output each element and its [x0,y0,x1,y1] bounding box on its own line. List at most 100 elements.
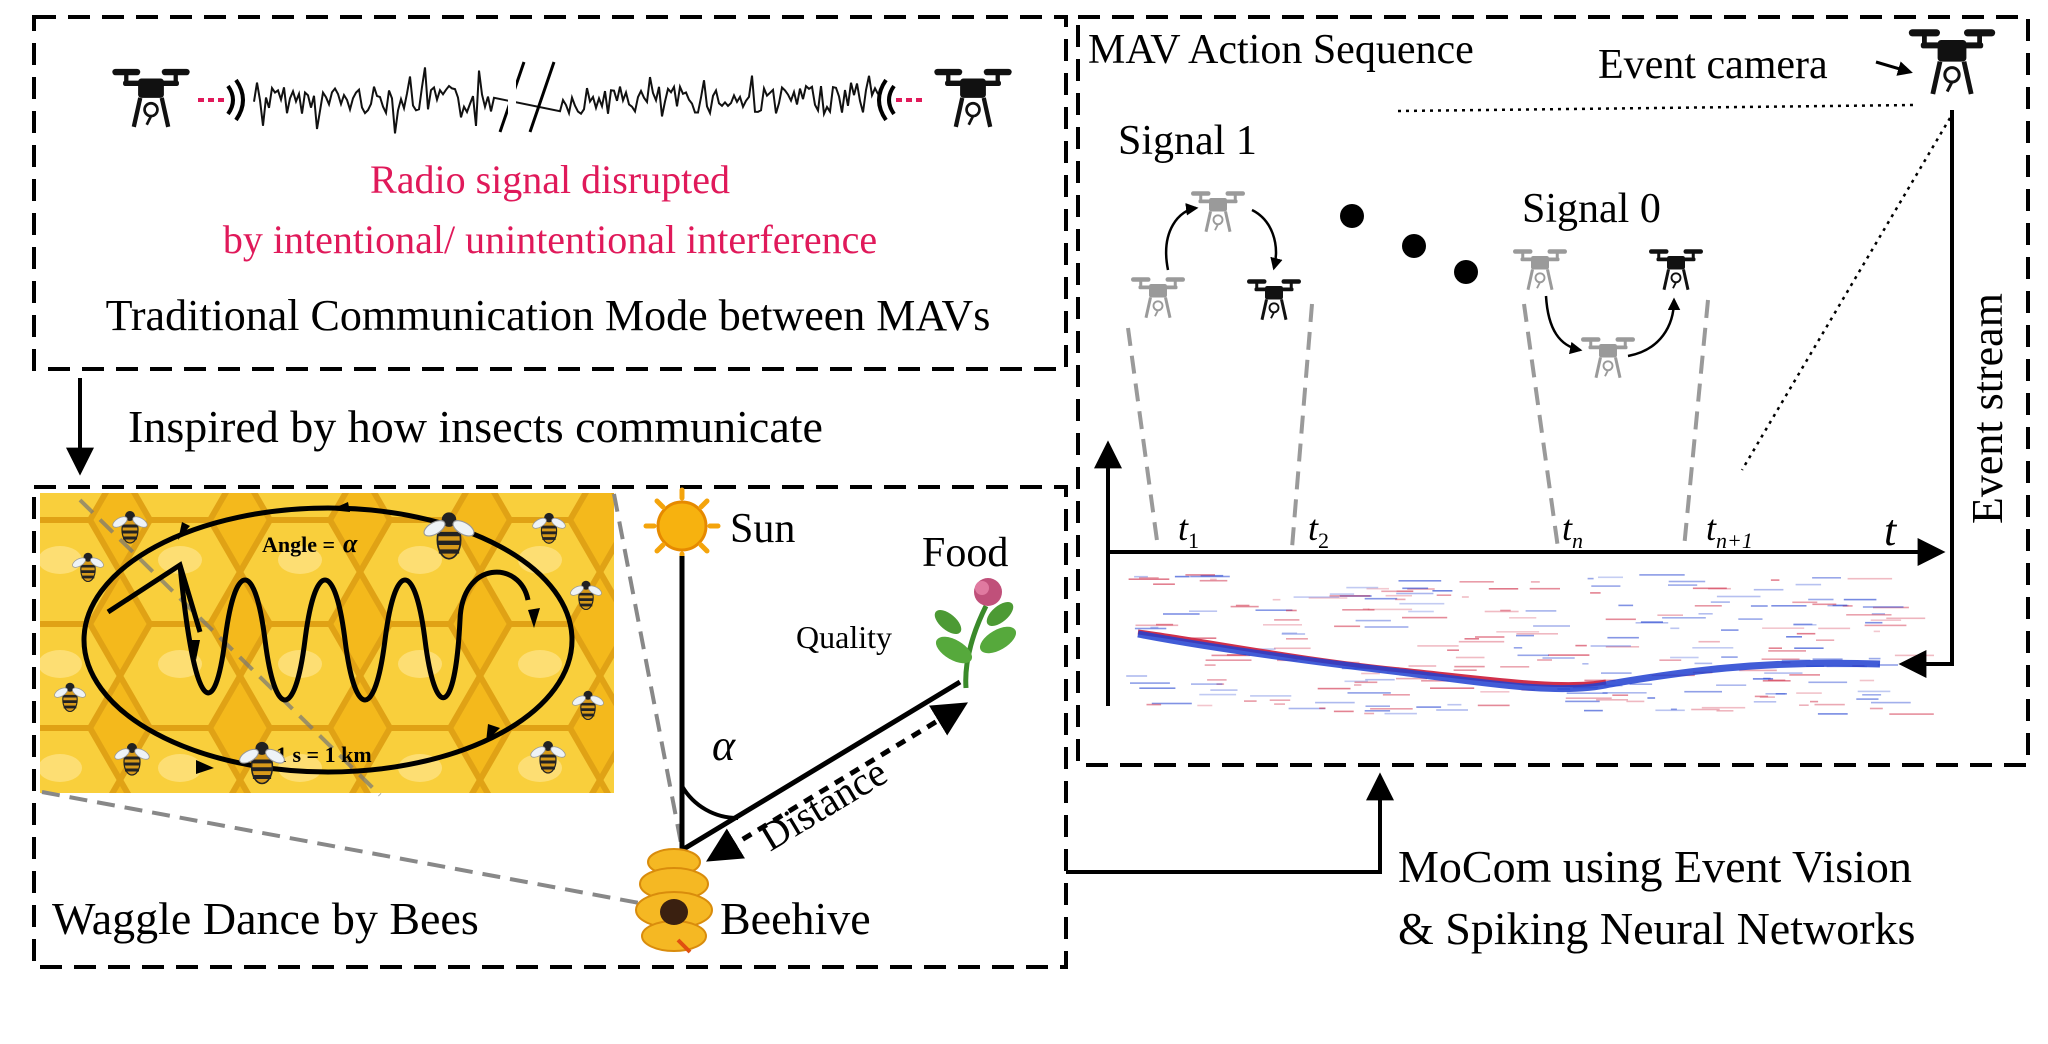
event-raster-mark [1847,577,1893,580]
event-raster-mark [1799,704,1809,706]
ellipsis-dot [1454,260,1478,284]
event-raster-mark [1315,701,1355,704]
sun-label: Sun [730,506,795,552]
event-raster-mark [1862,606,1904,608]
event-raster-mark [1190,575,1230,578]
event-raster-mark [1453,669,1477,671]
event-raster-mark [1753,588,1784,591]
event-raster-mark [1204,664,1216,666]
signal0-label: Signal 0 [1522,186,1661,232]
drone-icon [1189,189,1247,234]
event-raster-mark [1761,658,1800,660]
event-raster-mark [1865,621,1883,624]
tick-t1: t1 [1178,508,1199,553]
event-raster-mark [1605,646,1640,648]
event-camera-label: Event camera [1598,42,1828,88]
ellipsis-dot [1340,204,1364,228]
event-raster-mark [1396,592,1434,595]
event-raster-mark [1796,632,1816,635]
alpha-angle-arc [680,784,739,821]
event-raster-mark [1565,697,1612,699]
event-raster-mark [1721,656,1738,658]
event-raster-mark [1655,709,1685,712]
event-raster-mark [1484,610,1519,613]
event-raster-mark [1857,690,1891,693]
drone-icon [1647,247,1705,292]
camera-view-line [1740,117,1952,471]
mocom-caption-line1: MoCom using Event Vision [1398,841,1912,892]
event-raster-mark [1537,659,1552,661]
event-raster-mark [1454,665,1485,668]
distance-arrow [706,702,968,862]
event-raster-mark [1590,592,1601,594]
event-raster-mark [1139,577,1159,579]
waggle-dance-illustration: Angle =α 1 s = 1 km [40,493,614,797]
event-raster-mark [1361,672,1380,675]
event-raster-mark [1670,708,1677,711]
event-raster-mark [1436,594,1452,596]
event-raster-mark [1598,576,1623,579]
event-raster-mark [1770,579,1780,581]
waggle-panel-title: Waggle Dance by Bees [52,893,479,944]
event-raster-mark [1153,583,1175,585]
event-raster-mark [1753,701,1777,703]
event-raster-mark [1235,604,1250,607]
event-raster-mark [1288,707,1326,710]
event-raster-mark [1752,678,1774,680]
event-raster-mark [1873,630,1880,633]
event-raster-mark [1366,587,1389,590]
event-raster-mark [1808,681,1848,684]
event-raster-mark [1191,683,1223,685]
event-trajectory-blue [1137,630,1881,693]
event-raster-mark [1739,669,1777,672]
event-raster-mark [1274,703,1285,705]
event-raster-mark [1216,683,1225,685]
event-stream-arrow [1898,110,1954,678]
event-raster-mark [1156,623,1174,626]
event-raster-mark [1701,706,1746,709]
event-raster-mark [1461,596,1469,598]
event-raster-mark [1333,710,1354,713]
event-raster-mark [1794,647,1824,649]
mav-panel-title: MAV Action Sequence [1088,27,1474,73]
event-raster-mark [1716,595,1761,598]
event-raster-mark [1601,672,1632,674]
event-camera-icon [1909,29,1995,94]
event-raster-mark [1430,687,1475,689]
event-raster-mark [1151,702,1192,705]
event-raster-mark [1738,618,1763,620]
event-raster-mark [1602,692,1647,694]
event-raster-mark [1862,694,1882,696]
event-raster-mark [1211,654,1251,657]
event-raster-mark [1529,587,1560,590]
event-raster-mark [1870,619,1902,621]
event-raster-mark [1842,605,1853,607]
event-raster-mark [1199,579,1228,582]
event-raster-mark [1812,658,1843,660]
event-raster-mark [1525,610,1557,612]
event-raster-mark [1174,575,1190,578]
event-raster-mark [1607,636,1639,639]
event-raster-mark [1459,581,1494,583]
event-raster-mark [1281,633,1306,635]
event-raster-mark [1792,601,1818,604]
event-raster-mark [1808,598,1834,601]
event-raster-mark [1365,678,1395,681]
event-raster-mark [1716,710,1734,712]
event-stream-raster [1126,574,1934,715]
event-raster-mark [1293,596,1340,598]
camera-view-line [1397,103,1915,113]
signal1-label: Signal 1 [1118,118,1257,164]
event-stream-label: Event stream [1963,293,2012,524]
event-raster-mark [1659,659,1682,661]
event-raster-mark [1894,654,1934,657]
tick-t2: t2 [1308,508,1329,553]
drone-icon [112,69,189,127]
event-raster-mark [1244,700,1257,702]
event-raster-mark [1692,647,1734,649]
event-raster-mark [1670,656,1699,659]
event-raster-mark [1421,680,1449,682]
event-raster-mark [1692,587,1727,590]
event-raster-mark [1134,627,1167,630]
event-raster-mark [1843,598,1877,601]
